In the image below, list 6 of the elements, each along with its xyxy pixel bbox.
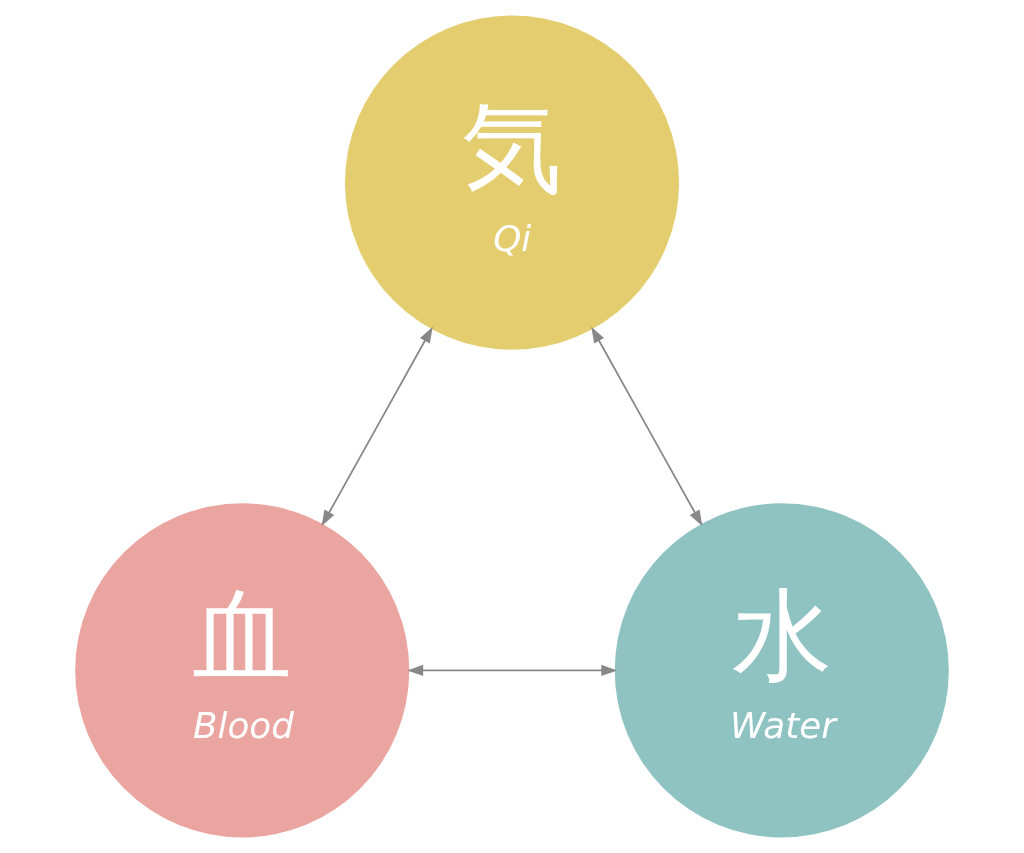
arrow xyxy=(407,664,618,677)
arrow xyxy=(321,326,433,527)
arrow xyxy=(591,326,703,527)
node-circle: 気 Qi xyxy=(344,15,680,350)
node-circle: 水 Water xyxy=(614,503,949,838)
node-circle: 血 Blood xyxy=(75,503,410,838)
